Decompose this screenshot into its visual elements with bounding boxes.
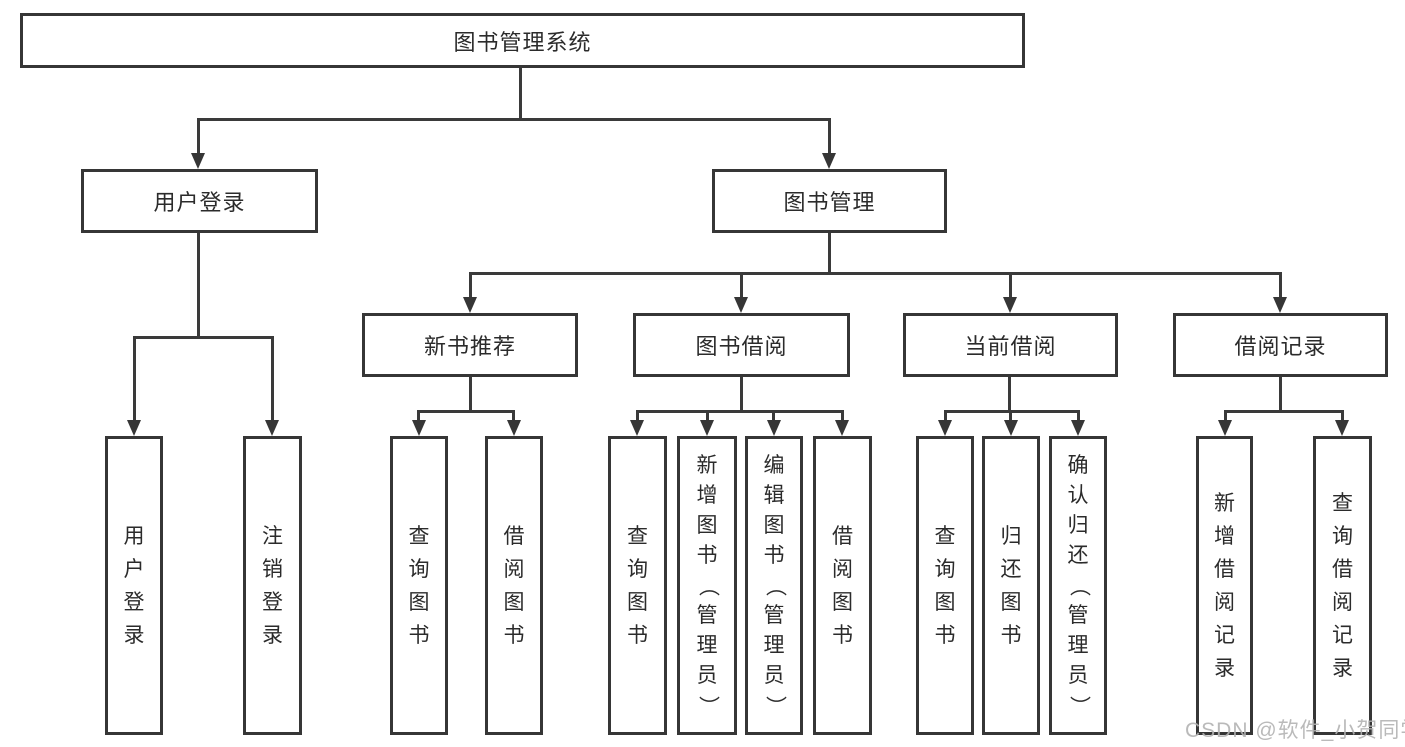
- arrow-down-icon: [835, 420, 849, 436]
- arrow-down-icon: [700, 420, 714, 436]
- connector-line: [944, 410, 947, 422]
- connector-line: [1341, 410, 1344, 422]
- leaf-query-books: 查询图书: [916, 436, 974, 735]
- arrow-down-icon: [630, 420, 644, 436]
- leaf-label: 借阅图书: [503, 524, 525, 647]
- connector-line: [1077, 410, 1080, 422]
- arrow-down-icon: [767, 420, 781, 436]
- leaf-borrow-books: 借阅图书: [813, 436, 872, 735]
- leaf-label: 新增图书（管理员）: [696, 453, 719, 717]
- connector-line: [636, 410, 844, 413]
- connector-line: [271, 336, 274, 421]
- leaf-label: 用户登录: [123, 524, 145, 647]
- arrow-down-icon: [507, 420, 521, 436]
- leaf-label: 归还图书: [1000, 524, 1022, 647]
- connector-line: [828, 118, 831, 154]
- node-user-login: 用户登录: [81, 169, 318, 233]
- connector-line: [1009, 272, 1012, 299]
- arrow-down-icon: [127, 420, 141, 436]
- connector-line: [706, 410, 709, 422]
- node-current-borrow: 当前借阅: [903, 313, 1118, 377]
- leaf-label: 注销登录: [262, 524, 283, 647]
- arrow-down-icon: [1003, 297, 1017, 313]
- leaf-label: 编辑图书（管理员）: [763, 453, 786, 717]
- connector-line: [841, 410, 844, 422]
- connector-line: [197, 118, 831, 121]
- leaf-label: 新增借阅记录: [1214, 491, 1235, 680]
- leaf-return-books: 归还图书: [982, 436, 1040, 735]
- leaf-label: 借阅图书: [832, 524, 853, 647]
- connector-line: [1009, 410, 1012, 422]
- connector-line: [469, 272, 1282, 275]
- leaf-label: 查询借阅记录: [1332, 491, 1353, 680]
- node-book-borrow: 图书借阅: [633, 313, 850, 377]
- leaf-logout: 注销登录: [243, 436, 302, 735]
- leaf-add-books-admin: 新增图书（管理员）: [677, 436, 737, 735]
- node-label: 图书管理: [783, 190, 876, 215]
- node-label: 借阅记录: [1234, 334, 1327, 359]
- arrow-down-icon: [1273, 297, 1287, 313]
- connector-line: [1279, 272, 1282, 299]
- node-book-management: 图书管理: [712, 169, 947, 233]
- leaf-label: 确认归还（管理员）: [1067, 453, 1090, 717]
- connector-line: [469, 272, 472, 299]
- leaf-label: 查询图书: [934, 524, 956, 647]
- leaf-add-borrow-record: 新增借阅记录: [1196, 436, 1253, 735]
- node-label: 当前借阅: [964, 334, 1057, 359]
- connector-line: [740, 272, 743, 299]
- arrow-down-icon: [463, 297, 477, 313]
- arrow-down-icon: [1218, 420, 1232, 436]
- leaf-query-books: 查询图书: [390, 436, 448, 735]
- connector-line: [133, 336, 136, 421]
- leaf-query-borrow-record: 查询借阅记录: [1313, 436, 1372, 735]
- arrow-down-icon: [412, 420, 426, 436]
- connector-line: [944, 410, 1080, 413]
- connector-line: [133, 336, 274, 339]
- arrow-down-icon: [265, 420, 279, 436]
- node-label: 新书推荐: [423, 334, 516, 359]
- connector-line: [512, 410, 515, 422]
- leaf-confirm-return-admin: 确认归还（管理员）: [1049, 436, 1107, 735]
- arrow-down-icon: [822, 153, 836, 169]
- connector-line: [1008, 377, 1011, 412]
- node-label: 用户登录: [153, 190, 246, 215]
- connector-line: [417, 410, 420, 422]
- leaf-borrow-books: 借阅图书: [485, 436, 543, 735]
- arrow-down-icon: [191, 153, 205, 169]
- connector-line: [636, 410, 639, 422]
- node-label: 图书管理系统: [453, 29, 592, 55]
- connector-line: [519, 68, 522, 118]
- leaf-query-books: 查询图书: [608, 436, 667, 735]
- node-borrow-records: 借阅记录: [1173, 313, 1388, 377]
- connector-line: [197, 118, 200, 154]
- leaf-label: 查询图书: [408, 524, 430, 647]
- csdn-watermark: CSDN @软件_小贺同学: [1185, 719, 1405, 742]
- arrow-down-icon: [1004, 420, 1018, 436]
- arrow-down-icon: [734, 297, 748, 313]
- arrow-down-icon: [938, 420, 952, 436]
- connector-line: [828, 233, 831, 274]
- arrow-down-icon: [1335, 420, 1349, 436]
- node-new-book-recommend: 新书推荐: [362, 313, 578, 377]
- node-label: 图书借阅: [695, 334, 788, 359]
- leaf-user-login: 用户登录: [105, 436, 163, 735]
- connector-line: [469, 377, 472, 412]
- connector-line: [1224, 410, 1344, 413]
- connector-line: [740, 377, 743, 412]
- arrow-down-icon: [1071, 420, 1085, 436]
- connector-line: [772, 410, 775, 422]
- leaf-label: 查询图书: [627, 524, 648, 647]
- leaf-edit-books-admin: 编辑图书（管理员）: [745, 436, 803, 735]
- node-library-management-system: 图书管理系统: [20, 13, 1025, 68]
- connector-line: [1224, 410, 1227, 422]
- connector-line: [197, 233, 200, 336]
- connector-line: [1279, 377, 1282, 412]
- connector-line: [417, 410, 515, 413]
